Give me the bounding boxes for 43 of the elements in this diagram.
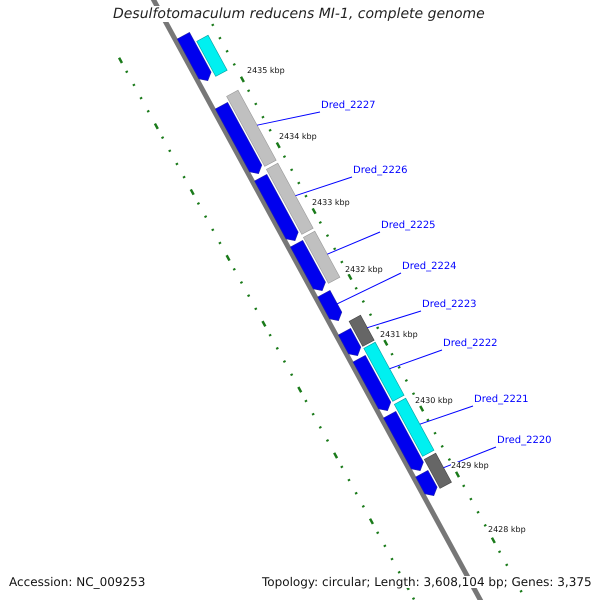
leader-line	[443, 446, 496, 468]
scale-label: 2431 kbp	[380, 331, 418, 339]
gene-feature	[338, 328, 362, 356]
gene-bar	[303, 230, 340, 284]
scale-label: 2435 kbp	[247, 67, 285, 75]
genome-info-text: Topology: circular; Length: 3,608,104 bp; Genes: 3,375	[262, 576, 592, 588]
scale-label: 2432 kbp	[345, 266, 383, 274]
gene-feature	[415, 470, 438, 496]
gene-bar	[196, 34, 228, 77]
leader-line	[419, 406, 474, 425]
gene-label: Dred_2224	[402, 262, 457, 272]
leader-line	[294, 176, 352, 196]
gene-bar	[363, 342, 404, 402]
scale-label: 2429 kbp	[451, 462, 489, 470]
gene-feature	[254, 174, 299, 242]
leader-line	[389, 350, 442, 370]
scale-label: 2430 kbp	[415, 397, 453, 405]
gene-feature	[290, 240, 326, 292]
leader-line	[256, 112, 320, 126]
gene-feature	[176, 32, 212, 82]
gene-bar	[226, 90, 277, 167]
gene-feature	[352, 355, 392, 412]
scale-label: 2428 kbp	[488, 526, 526, 534]
gene-bar	[266, 162, 314, 235]
gene-label: Dred_2225	[381, 221, 436, 231]
scale-label: 2434 kbp	[279, 133, 317, 141]
gene-feature	[214, 102, 262, 174]
gene-label: Dred_2220	[497, 436, 552, 446]
gene-label: Dred_2226	[353, 166, 408, 176]
gene-bar	[348, 314, 375, 347]
gene-label: Dred_2227	[321, 101, 376, 111]
gene-label: Dred_2222	[443, 339, 498, 349]
gene-bar	[394, 398, 434, 457]
leader-line	[326, 232, 380, 255]
gene-label: Dred_2221	[474, 395, 529, 405]
leader-line	[336, 272, 402, 304]
gene-feature	[383, 411, 424, 472]
gene-feature	[317, 290, 342, 322]
gene-label: Dred_2223	[422, 300, 477, 310]
scale-label: 2433 kbp	[312, 199, 350, 207]
leader-line	[366, 310, 422, 328]
gene-bar	[424, 452, 452, 489]
accession-text: Accession: NC_009253	[9, 576, 146, 588]
